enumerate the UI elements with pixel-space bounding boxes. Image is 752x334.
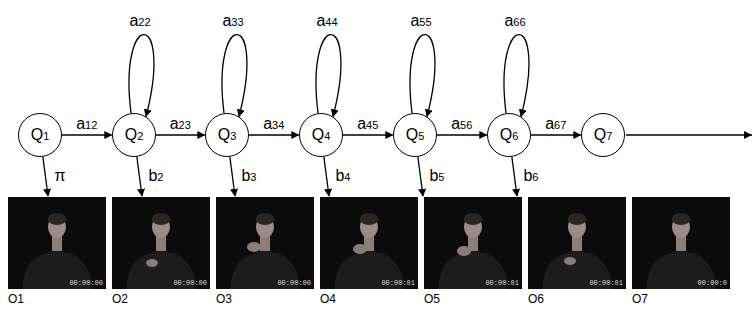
transition-arrow <box>249 134 299 135</box>
observation-frame: 00:00:01O6 <box>528 197 626 289</box>
probability-label: a12 <box>75 116 98 132</box>
hand <box>247 242 261 252</box>
probability-label: a45 <box>356 116 379 132</box>
state-name: Q1 <box>31 127 50 143</box>
transition-arrow <box>531 134 581 135</box>
state-name: Q6 <box>500 127 519 143</box>
observation-frame: 00:00:00O1 <box>8 197 106 289</box>
observation-frame: 00:00:00O2 <box>112 197 210 289</box>
observation-label: O7 <box>632 292 648 306</box>
observation-label: O6 <box>528 292 544 306</box>
state-circle: Q6 <box>487 113 531 157</box>
hand <box>353 244 367 254</box>
frame-image <box>112 197 210 289</box>
state-circle: Q5 <box>393 113 437 157</box>
transition-arrow <box>62 134 112 135</box>
frame-image <box>216 197 314 289</box>
exit-arrow <box>626 134 752 135</box>
timestamp: 00:00:01 <box>589 279 623 287</box>
timestamp: 00:00:0 <box>698 279 727 287</box>
self-loop-arrow <box>222 35 247 117</box>
observation-label: O2 <box>112 292 128 306</box>
emission-arrow <box>512 157 517 196</box>
probability-label: b6 <box>522 168 539 184</box>
hand <box>457 246 471 256</box>
self-loop-arrow <box>410 35 435 117</box>
probability-label: b3 <box>240 168 257 184</box>
state-circle: Q1 <box>18 113 62 157</box>
emission-arrow <box>324 157 329 196</box>
state-circle: Q3 <box>205 113 249 157</box>
observation-label: O1 <box>8 292 24 306</box>
observation-frame: 00:00:01O5 <box>424 197 522 289</box>
probability-label: a22 <box>128 13 151 29</box>
observation-frame: 00:00:00O3 <box>216 197 314 289</box>
emission-arrow <box>43 157 48 196</box>
timestamp: 00:00:01 <box>485 279 519 287</box>
frame-image <box>320 197 418 289</box>
probability-label: a34 <box>262 116 285 132</box>
transition-arrow <box>343 134 393 135</box>
frame-image <box>528 197 626 289</box>
state-circle: Q2 <box>112 113 156 157</box>
timestamp: 00:00:00 <box>173 279 207 287</box>
transition-arrow <box>437 134 487 135</box>
emission-arrow <box>418 157 423 196</box>
probability-label: b5 <box>428 168 445 184</box>
frame-image <box>424 197 522 289</box>
state-circle: Q7 <box>581 113 625 157</box>
probability-label: a23 <box>169 116 192 132</box>
observation-label: O4 <box>320 292 336 306</box>
emission-arrow <box>137 157 142 196</box>
probability-label: b4 <box>334 168 351 184</box>
probability-label: b2 <box>147 168 164 184</box>
self-loop-arrow <box>129 35 154 117</box>
probability-label: a66 <box>503 13 526 29</box>
observation-label: O5 <box>424 292 440 306</box>
observation-frame: 00:00:0O7 <box>632 197 730 289</box>
probability-label: a55 <box>409 13 432 29</box>
observation-label: O3 <box>216 292 232 306</box>
probability-label: a56 <box>450 116 473 132</box>
probability-label: a33 <box>221 13 244 29</box>
state-name: Q7 <box>594 127 613 143</box>
frame-image <box>8 197 106 289</box>
emission-arrow <box>230 157 235 196</box>
state-name: Q5 <box>406 127 425 143</box>
probability-label: π <box>53 168 66 184</box>
exit-arrowhead <box>744 131 752 139</box>
observation-frame: 00:00:01O4 <box>320 197 418 289</box>
state-name: Q2 <box>125 127 144 143</box>
timestamp: 00:00:00 <box>277 279 311 287</box>
state-name: Q3 <box>218 127 237 143</box>
hand <box>564 257 576 265</box>
state-circle: Q4 <box>299 113 343 157</box>
self-loop-arrow <box>316 35 341 117</box>
transition-arrow <box>156 134 205 135</box>
frame-image <box>632 197 730 289</box>
timestamp: 00:00:00 <box>69 279 103 287</box>
self-loop-arrow <box>504 35 529 117</box>
state-name: Q4 <box>312 127 331 143</box>
probability-label: a67 <box>544 116 567 132</box>
probability-label: a44 <box>315 13 338 29</box>
hand <box>146 259 158 267</box>
timestamp: 00:00:01 <box>381 279 415 287</box>
